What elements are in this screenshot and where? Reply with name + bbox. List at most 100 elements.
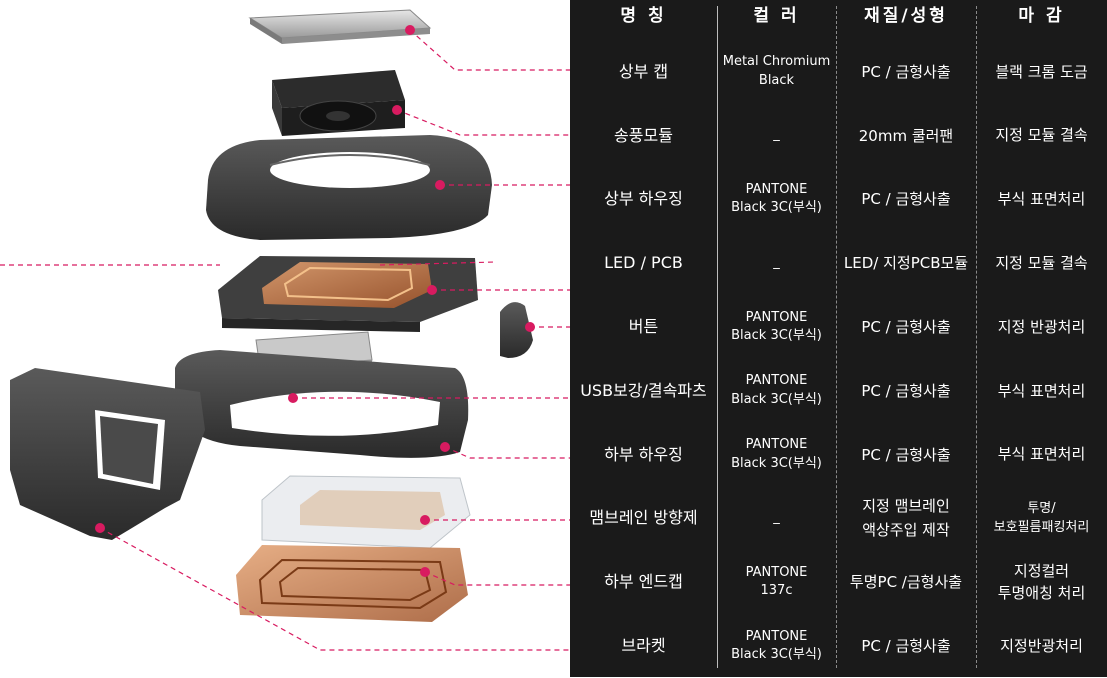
cell-text: PC / 금형사출 <box>861 637 951 656</box>
cell-text: 상부 하우징 <box>604 189 683 209</box>
cell-text: PC / 금형사출 <box>861 381 951 400</box>
cell-finish: 지정반광처리 <box>976 614 1107 678</box>
cell-text: PANTONE <box>745 182 808 198</box>
fan-module-part <box>272 70 405 136</box>
cell-text: _ <box>773 127 780 143</box>
cell-color: _ <box>717 104 836 168</box>
header-label: 명 칭 <box>620 6 667 27</box>
cell-text: PC / 금형사출 <box>861 445 951 464</box>
cell-name: USB보강/결속파츠 <box>570 359 717 423</box>
cell-color: PANTONE Black 3C(부식) <box>717 359 836 423</box>
cell-text: 부식 표면처리 <box>997 445 1086 464</box>
leader-dot <box>525 322 535 332</box>
led-pcb-part <box>218 256 478 332</box>
cell-material: PC / 금형사출 <box>836 359 976 423</box>
leader-dot <box>420 515 430 525</box>
cell-text: 지정컬러 <box>1013 561 1070 580</box>
cell-text: 지정 모듈 결속 <box>995 126 1088 145</box>
cell-name: 버튼 <box>570 295 717 359</box>
cell-color: PANTONE Black 3C(부식) <box>717 423 836 487</box>
header-name: 명 칭 <box>570 0 717 34</box>
column-divider <box>717 6 718 668</box>
cell-text: _ <box>773 510 780 526</box>
cell-text: USB보강/결속파츠 <box>580 380 707 400</box>
cell-text: 액상주입 제작 <box>862 521 950 540</box>
leader-dot <box>288 393 298 403</box>
cell-text: Metal Chromium <box>722 54 831 70</box>
cell-text: Black 3C(부식) <box>731 200 822 216</box>
membrane-part <box>261 475 471 549</box>
cell-text: 지정반광처리 <box>1000 636 1083 655</box>
cell-text: PC / 금형사출 <box>861 62 951 81</box>
cell-material: 투명PC /금형사출 <box>836 550 976 614</box>
cell-text: 137c <box>760 583 793 599</box>
leader-line <box>99 527 570 651</box>
header-label: 재질/성형 <box>864 6 948 27</box>
cell-name: 브라켓 <box>570 614 717 678</box>
cell-material: PC / 금형사출 <box>836 295 976 359</box>
leader-line <box>444 446 570 459</box>
cell-text: 투명PC /금형사출 <box>849 573 963 592</box>
cell-text: LED / PCB <box>604 253 683 273</box>
cell-text: PANTONE <box>745 373 808 389</box>
cell-text: Black <box>758 72 795 88</box>
cell-text: 맴브레인 방향제 <box>589 508 698 528</box>
cell-text: PANTONE <box>745 437 808 453</box>
cell-material: PC / 금형사출 <box>836 168 976 232</box>
cell-text: 블랙 크롬 도금 <box>995 62 1088 81</box>
cell-material: LED/ 지정PCB모듈 <box>836 231 976 295</box>
cell-name: 맴브레인 방향제 <box>570 487 717 551</box>
cell-text: 지정 모듈 결속 <box>995 254 1088 273</box>
cell-color: PANTONE Black 3C(부식) <box>717 295 836 359</box>
cell-text: 상부 캡 <box>618 61 669 81</box>
cell-text: Black 3C(부식) <box>731 391 822 407</box>
cell-finish: 부식 표면처리 <box>976 359 1107 423</box>
cell-text: 투명애칭 처리 <box>997 584 1086 603</box>
cell-text: 보호필름패킹처리 <box>993 520 1090 536</box>
cell-text: Black 3C(부식) <box>731 328 822 344</box>
exploded-view-diagram <box>0 9 570 651</box>
cell-text: 브라켓 <box>621 636 666 656</box>
leader-line <box>396 109 570 136</box>
cell-finish: 부식 표면처리 <box>976 168 1107 232</box>
lower-end-cap-part <box>236 545 468 622</box>
cell-text: 부식 표면처리 <box>997 190 1086 209</box>
leader-dot <box>440 442 450 452</box>
cell-material: 20mm 쿨러팬 <box>836 104 976 168</box>
cell-finish: 블랙 크롬 도금 <box>976 40 1107 104</box>
cell-text: 지정 반광처리 <box>997 317 1086 336</box>
cell-material: PC / 금형사출 <box>836 40 976 104</box>
header-label: 마 감 <box>1018 6 1065 27</box>
cell-finish: 지정 반광처리 <box>976 295 1107 359</box>
header-label: 컬 러 <box>753 6 800 27</box>
cell-text: Black 3C(부식) <box>731 455 822 471</box>
cell-text: _ <box>773 255 780 271</box>
leader-line <box>409 29 570 71</box>
cell-finish: 지정 모듈 결속 <box>976 104 1107 168</box>
upper-housing-part <box>206 135 492 240</box>
cell-text: 하부 하우징 <box>604 444 683 464</box>
header-finish: 마 감 <box>976 0 1107 34</box>
lower-housing-part <box>175 350 469 458</box>
leader-line <box>379 261 496 266</box>
cell-name: LED / PCB <box>570 231 717 295</box>
leader-line <box>424 571 570 586</box>
cell-text: 20mm 쿨러팬 <box>858 126 954 145</box>
leader-dot <box>392 105 402 115</box>
cell-color: _ <box>717 231 836 295</box>
cell-name: 송풍모듈 <box>570 104 717 168</box>
cell-name: 상부 캡 <box>570 40 717 104</box>
cell-color: _ <box>717 487 836 551</box>
cell-text: 투명/ <box>1027 500 1056 516</box>
cell-finish: 투명/보호필름패킹처리 <box>976 487 1107 551</box>
leader-lines <box>0 29 570 651</box>
leader-dot <box>420 567 430 577</box>
cell-text: PANTONE <box>745 309 808 325</box>
column-divider <box>836 6 837 668</box>
cell-material: PC / 금형사출 <box>836 614 976 678</box>
cell-text: 송풍모듈 <box>614 125 673 145</box>
cell-name: 하부 엔드캡 <box>570 550 717 614</box>
